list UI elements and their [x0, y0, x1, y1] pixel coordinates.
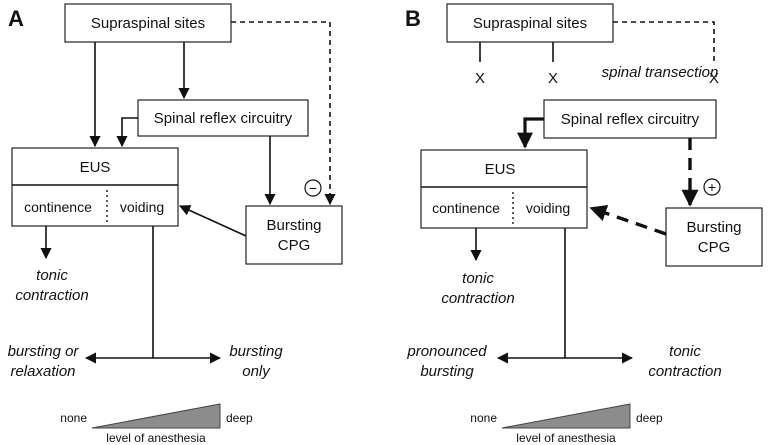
panel-a-left-outcome-2: relaxation [10, 363, 75, 380]
panel-b-cpg-box [665, 207, 763, 267]
panel-a-supraspinal-label: Supraspinal sites [91, 15, 205, 32]
panel-b-right-outcome-2: contraction [648, 363, 721, 380]
panel-a-scale-none: none [60, 411, 87, 425]
panel-a-minus-sign: − [309, 180, 317, 196]
panel-a-right-outcome-1: bursting [229, 343, 283, 360]
panel-b-scale-deep: deep [636, 411, 663, 425]
panel-a-spinal-reflex-label: Spinal reflex circuitry [154, 110, 293, 127]
panel-b-continence: continence [432, 200, 500, 216]
panel-a-cpg-box [245, 205, 343, 265]
panel-a-dashed-inhibition [231, 21, 336, 206]
panel-b-x-mark-3: X [709, 70, 719, 87]
panel-b-plus-sign: + [708, 179, 716, 195]
panel-a-scale-deep: deep [226, 411, 253, 425]
panel-a-eus-label: EUS [80, 159, 111, 176]
panel-a-tonic-1: tonic [36, 267, 68, 284]
panel-a-arrow-reflex-eus [116, 117, 138, 148]
panel-b-dashed-cpg-voiding [589, 204, 667, 236]
panel-b-tonic-1: tonic [462, 270, 494, 287]
panel-b-cpg-label-2: CPG [698, 239, 731, 256]
panel-a-spinal-reflex-box [137, 99, 309, 137]
panel-b-eus-box [420, 149, 588, 229]
panel-b-right-outcome-1: tonic [669, 343, 701, 360]
panel-a-anesthesia-wedge [91, 403, 221, 429]
panel-a-scale-label: level of anesthesia [106, 431, 206, 445]
panel-b-x-mark-2: X [548, 70, 558, 87]
panel-b-scale-label: level of anesthesia [516, 431, 616, 445]
panel-a-cpg-label-2: CPG [278, 237, 311, 254]
panel-b-supraspinal-label: Supraspinal sites [473, 15, 587, 32]
panel-b-label: B [405, 6, 421, 31]
panel-b-transection: spinal transection [602, 64, 719, 81]
panel-b-eus-label: EUS [485, 161, 516, 178]
panel-b-x-mark-1: X [475, 70, 485, 87]
panel-a-eus-box [11, 147, 179, 227]
panel-a-minus-circle [304, 179, 322, 197]
panel-a-voiding: voiding [120, 199, 164, 215]
panel-a-tonic-2: contraction [15, 287, 88, 304]
panel-a-supraspinal-box [64, 3, 232, 43]
panel-b-spinal-reflex-box [543, 99, 717, 139]
panel-b-severed-dashed [613, 21, 715, 62]
panel-a: A Supraspinal sites Spinal reflex circui… [8, 3, 343, 445]
panel-b-tonic-2: contraction [441, 290, 514, 307]
panel-b: B Supraspinal sites X X X spinal transec… [405, 3, 763, 445]
panel-a-cpg-label-1: Bursting [266, 217, 321, 234]
panel-b-arrow-reflex-eus [517, 117, 544, 149]
panel-a-label: A [8, 6, 24, 31]
panel-b-spinal-reflex-label: Spinal reflex circuitry [561, 111, 700, 128]
panel-a-continence: continence [24, 199, 92, 215]
panel-b-voiding: voiding [526, 200, 570, 216]
panel-b-cpg-label-1: Bursting [686, 219, 741, 236]
panel-a-arrow-cpg-voiding [178, 205, 247, 237]
panel-b-left-outcome-2: bursting [420, 363, 474, 380]
panel-b-scale-none: none [470, 411, 497, 425]
panel-a-left-outcome-1: bursting or [8, 343, 80, 360]
panel-a-right-outcome-2: only [242, 363, 271, 380]
panel-b-supraspinal-box [446, 3, 614, 43]
panel-b-anesthesia-wedge [501, 403, 631, 429]
panel-b-plus-circle [703, 178, 721, 196]
panel-b-left-outcome-1: pronounced [406, 343, 487, 360]
